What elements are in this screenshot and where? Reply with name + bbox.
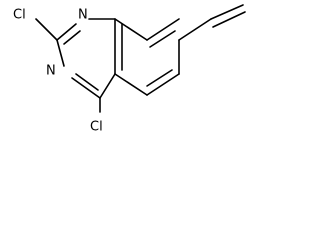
bond-c2-cl bbox=[35, 18, 58, 41]
bond-c8a-c8 bbox=[114, 18, 148, 41]
nitrogen-label-bottom: N bbox=[46, 64, 56, 79]
bond-c6-c5 bbox=[146, 73, 180, 96]
nitrogen-label-top: N bbox=[78, 8, 88, 23]
bond-c8-c7 bbox=[146, 18, 180, 41]
pyrimidine-ring bbox=[56, 18, 116, 99]
bond-c5-c4a bbox=[114, 73, 148, 96]
bond-c6-c5-double bbox=[146, 69, 173, 87]
vinyl-group bbox=[178, 4, 246, 41]
bond-c4a-c4 bbox=[99, 73, 116, 99]
benzene-ring bbox=[114, 18, 180, 96]
bond-c8-c7-double bbox=[149, 30, 176, 48]
chlorine-label-bottom: Cl bbox=[90, 120, 103, 135]
bond-vinyl-terminal bbox=[210, 4, 244, 20]
chlorine-label-top: Cl bbox=[13, 8, 26, 23]
bond-c4-n3 bbox=[71, 77, 101, 99]
bond-vinyl-terminal-double bbox=[212, 11, 246, 28]
bond-c2-n1 bbox=[56, 23, 77, 41]
bond-c2-n1-double bbox=[63, 30, 81, 45]
bond-n3-c2 bbox=[56, 39, 65, 67]
bond-c7-vinyl bbox=[178, 18, 212, 41]
bond-c4-n3-double bbox=[75, 73, 99, 91]
chemical-structure: Cl N N Cl bbox=[13, 4, 246, 135]
